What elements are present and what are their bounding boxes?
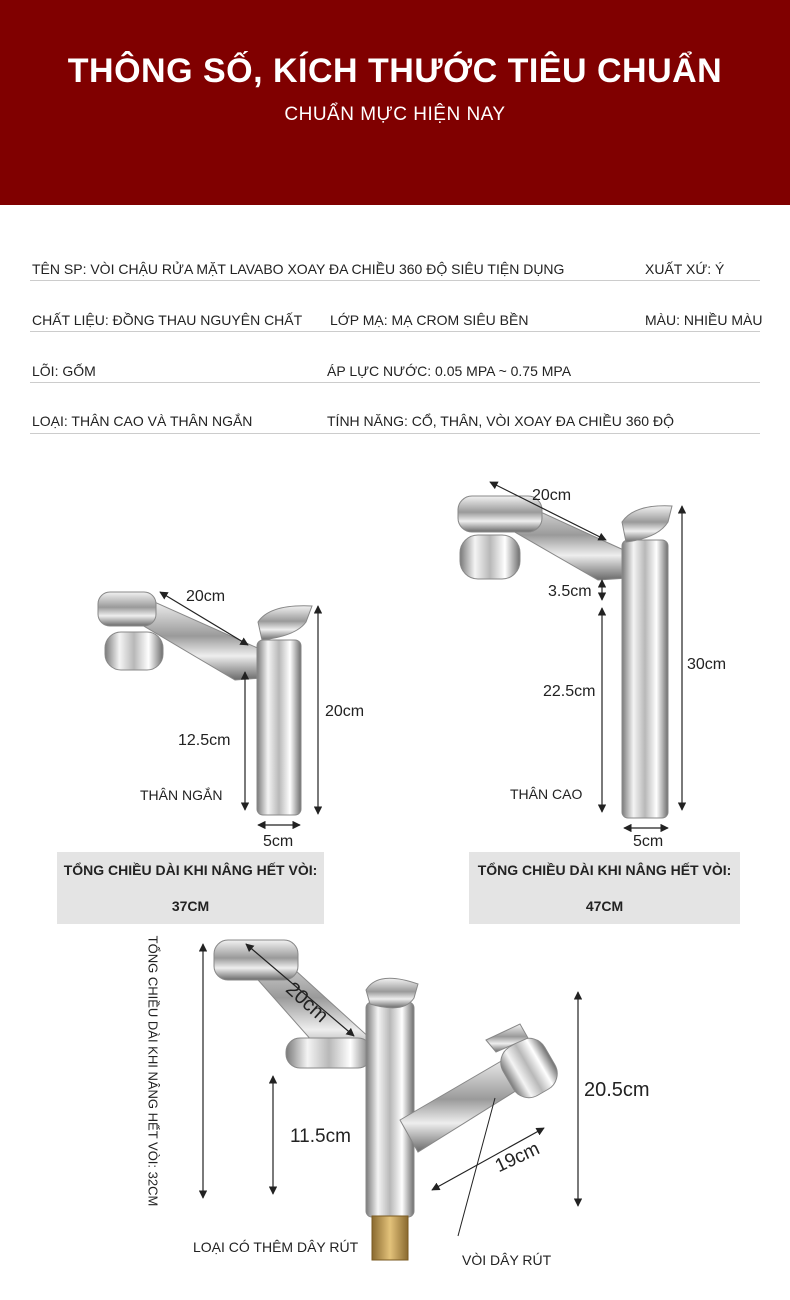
tall-faucet-handle: [621, 505, 673, 543]
page-title: THÔNG SỐ, KÍCH THƯỚC TIÊU CHUẨN: [67, 52, 723, 90]
spec-divider: [30, 331, 760, 332]
tall-faucet-body: [621, 539, 669, 819]
short-faucet-drawing: [97, 591, 323, 830]
tall-faucet-caption: TỔNG CHIỀU DÀI KHI NÂNG HẾT VÒI: 47CM: [469, 852, 740, 924]
tall-lower-dimension: 22.5cm: [543, 683, 596, 700]
tall-spout-dimension: 20cm: [532, 487, 572, 504]
page-subtitle: CHUẨN MỰC HIỆN NAY: [284, 104, 506, 125]
spec-color: MÀU: NHIỀU MÀU: [645, 312, 763, 328]
short-faucet-label: THÂN NGẮN: [140, 787, 223, 803]
spec-name: TÊN SP: VÒI CHẬU RỬA MẶT LAVABO XOAY ĐA …: [32, 261, 565, 277]
spec-core: LÕI: GỐM: [32, 363, 96, 379]
short-height-dimension: 20cm: [325, 703, 365, 720]
pullout-sprayer-label: VÒI DÂY RÚT: [462, 1252, 552, 1268]
spec-feature: TÍNH NĂNG: CỔ, THÂN, VÒI XOAY ĐA CHIỀU 3…: [327, 413, 674, 429]
tall-faucet-aerator: [459, 534, 521, 580]
tall-faucet-drawing: [457, 481, 687, 833]
pullout-faucet-swivel-head: [213, 939, 299, 981]
spec-material: CHẤT LIỆU: ĐỒNG THAU NGUYÊN CHẤT: [32, 312, 303, 328]
spec-divider: [30, 382, 760, 383]
short-faucet-swivel-head: [97, 591, 157, 627]
pullout-faucet-body: [365, 1001, 415, 1218]
spec-plating: LỚP MẠ: MẠ CROM SIÊU BỀN: [330, 312, 529, 328]
tall-height-dimension: 30cm: [687, 656, 727, 673]
short-faucet-body: [256, 639, 302, 816]
pullout-faucet-label: LOẠI CÓ THÊM DÂY RÚT: [193, 1239, 359, 1255]
pullout-faucet-handle: [365, 977, 419, 1009]
tall-faucet-label: THÂN CAO: [510, 786, 583, 802]
short-faucet-handle: [257, 605, 313, 641]
short-base-dimension: 5cm: [263, 833, 294, 850]
pullout-sprayer-dimension: 20.5cm: [584, 1079, 650, 1101]
short-spout-dimension: 20cm: [186, 588, 226, 605]
pullout-faucet-spray-trigger: [485, 1023, 529, 1053]
short-lower-dimension: 12.5cm: [178, 732, 231, 749]
header-banner: THÔNG SỐ, KÍCH THƯỚC TIÊU CHUẨN CHUẨN MỰ…: [0, 0, 790, 205]
spec-divider: [30, 433, 760, 434]
spec-type: LOẠI: THÂN CAO VÀ THÂN NGẮN: [32, 413, 253, 429]
short-faucet-aerator: [104, 631, 164, 671]
spec-origin: XUẤT XỨ: Ý: [645, 261, 725, 277]
pullout-faucet-lower-head: [285, 1037, 373, 1069]
pullout-lower-dimension: 11.5cm: [290, 1126, 351, 1147]
short-faucet-caption: TỔNG CHIỀU DÀI KHI NÂNG HẾT VÒI: 37CM: [57, 852, 324, 924]
pullout-faucet-drawing: [198, 939, 583, 1261]
tall-base-dimension: 5cm: [633, 833, 664, 850]
pullout-total-length-label: TỔNG CHIỀU DÀI KHI NÂNG HẾT VÒI: 32CM: [145, 935, 161, 1207]
tall-gap-dimension: 3.5cm: [548, 583, 592, 600]
spec-divider: [30, 280, 760, 281]
pullout-faucet-base-brass: [371, 1215, 409, 1261]
spec-pressure: ÁP LỰC NƯỚC: 0.05 MPA ~ 0.75 MPA: [327, 363, 572, 379]
